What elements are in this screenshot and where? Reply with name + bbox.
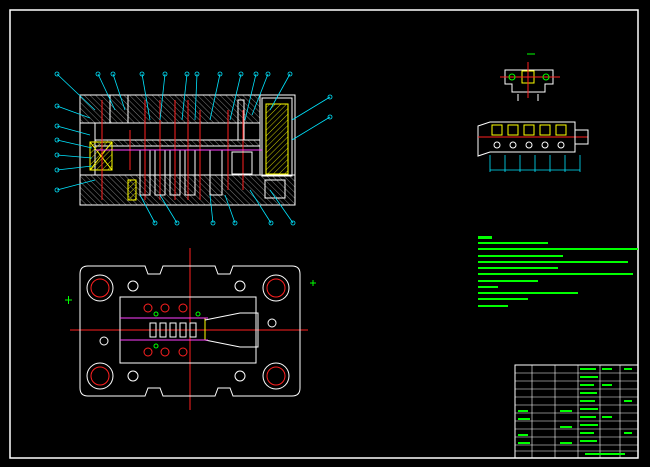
strip-layout xyxy=(477,121,589,172)
sheet-border xyxy=(9,9,639,459)
technical-notes xyxy=(478,236,638,307)
part-detail xyxy=(500,53,560,101)
section-view xyxy=(54,71,333,226)
plan-view xyxy=(65,248,316,410)
title-block xyxy=(514,364,639,459)
